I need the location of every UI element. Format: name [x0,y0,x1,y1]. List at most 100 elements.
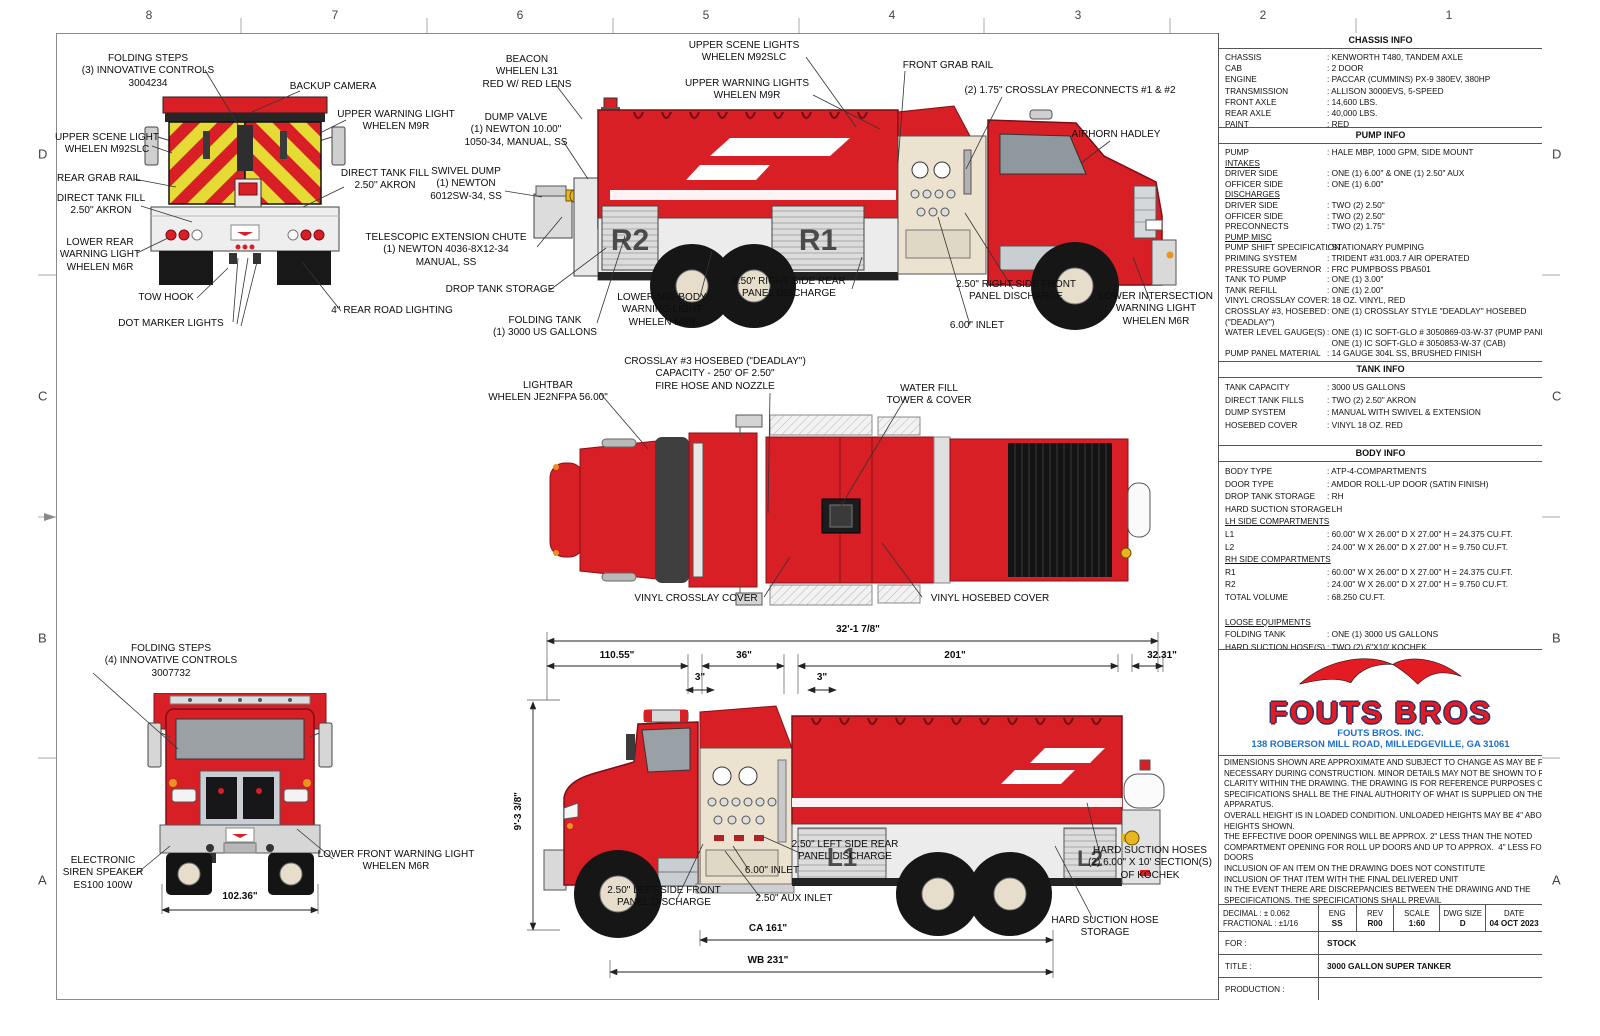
rear-view-drawing [144,96,346,285]
production-value [1319,978,1327,1000]
callout-bot-aux-inlet: 2.50" AUX INLET [755,893,833,904]
callout-side-lower-intersection: LOWER INTERSECTION WARNING LIGHT WHELEN … [1099,291,1213,327]
eng-label: ENG [1328,908,1346,918]
spec-row: DOOR TYPE: AMDOR ROLL-UP DOOR (SATIN FIN… [1225,478,1489,489]
spec-row: REAR AXLE: 40,000 LBS. [1225,108,1378,119]
callout-bot-hard-suction-storage: HARD SUCTION HOSE STORAGE [1051,915,1159,939]
titleblock-row-meta: DECIMAL : ± 0.062 FRACTIONAL : ±1/16 ENG… [1219,905,1542,932]
scale-label: SCALE [1404,908,1430,918]
dim-overall-height: 9'-3 3/8" [512,792,524,831]
ruler-col-5: 5 [702,8,710,22]
for-label: FOR : [1219,932,1319,954]
titleblock-eng-cell: ENG SS [1319,905,1357,931]
callout-rear-folding-steps: FOLDING STEPS (3) INNOVATIVE CONTROLS 30… [81,53,215,89]
callout-top-vinyl-crosslay: VINYL CROSSLAY COVER [634,593,758,604]
callout-rear-dtf-left: DIRECT TANK FILL 2.50'' AKRON [56,193,146,217]
titleblock-row-for: FOR : STOCK [1219,932,1542,955]
spec-row: PRECONNECTS: TWO (2) 1.75" [1225,221,1385,232]
callout-rear-tow-hook: TOW HOOK [138,292,194,303]
callout-side-beacon: BEACON WHELEN L31 RED W/ RED LENS [482,54,572,90]
dim-wheelbase: WB 231" [747,955,789,966]
spec-row: TRANSMISSION: ALLISON 3000EVS, 5-SPEED [1225,85,1444,96]
left-side-view-drawing: L1 L2 [543,705,1165,938]
ruler-row-d-right: D [1552,146,1562,162]
spec-row: CHASSIS: KENWORTH T480, TANDEM AXLE [1225,52,1463,62]
callout-rear-lower-warning: LOWER REAR WARNING LIGHT WHELEN M6R [59,237,141,273]
chassis-info-section: CHASSIS INFO CHASSIS: KENWORTH T480, TAN… [1219,33,1542,128]
callout-bot-inlet6: 6.00" INLET [744,865,800,876]
callout-side-drop-tank: DROP TANK STORAGE [445,284,555,295]
dim-front-width: 102.36" [222,891,258,902]
spec-row: PUMP PANEL MATERIAL: 14 GAUGE 304L SS, B… [1225,348,1482,359]
spec-row: PUMP SHIFT SPECIFICATION: STATIONARY PUM… [1225,242,1425,253]
spec-row: FOLDING TANK: ONE (1) 3000 US GALLONS [1225,629,1439,640]
spec-row: DISCHARGES [1225,189,1280,200]
spec-row: VINYL CROSSLAY COVER: 18 OZ. VINYL, RED [1225,295,1406,306]
ruler-row-c-right: C [1552,388,1562,404]
spec-panel: CHASSIS INFO CHASSIS: KENWORTH T480, TAN… [1218,33,1542,1000]
scale-value: 1:60 [1408,918,1426,928]
date-value: 04 OCT 2023 [1489,918,1539,928]
spec-row: TANK REFILL: ONE (1) 2.00" [1225,284,1384,295]
callout-rear-dot-marker: DOT MARKER LIGHTS [118,318,224,329]
spec-row: L1: 60.00" W X 26.00" D X 27.00" H = 24.… [1225,528,1513,539]
pump-info-title: PUMP INFO [1219,128,1542,144]
callout-rear-dtf-right: DIRECT TANK FILL 2.50'' AKRON [340,168,430,192]
compartment-r1-label: R1 [799,224,837,257]
callout-side-airhorn: AIRHORN HADLEY [1071,129,1161,140]
spec-row: PRESSURE GOVERNOR: FRC PUMPBOSS PBA501 [1225,263,1431,274]
for-value: STOCK [1327,938,1357,948]
spec-row: INTAKES [1225,157,1260,168]
dim-body-section: 201" [944,650,966,661]
dim-pump-section: 36" [736,650,752,661]
spec-row: DROP TANK STORAGE: RH [1225,491,1344,502]
callout-front-siren: ELECTRONIC SIREN SPEAKER ES100 100W [62,855,144,891]
spec-row: R1: 60.00" W X 26.00" D X 27.00" H = 24.… [1225,566,1513,577]
tolerance-fractional: FRACTIONAL : ±1/16 [1223,918,1299,928]
spec-row: RH SIDE COMPARTMENTS [1225,554,1331,565]
compartment-r2-label: R2 [611,224,649,257]
dwg-size-label: DWG SIZE [1443,908,1483,918]
callout-top-deadlay: CROSSLAY #3 HOSEBED ("DEADLAY") CAPACITY… [624,356,806,392]
callout-rear-backup-camera: BACKUP CAMERA [289,81,377,92]
spec-row: TANK CAPACITY: 3000 US GALLONS [1225,382,1406,392]
callout-rear-road-lighting: 4'' REAR ROAD LIGHTING [331,305,453,316]
spec-row: DRIVER SIDE: ONE (1) 6.00" & ONE (1) 2.5… [1225,168,1465,179]
ruler-row-c-left: C [38,388,48,404]
dim-front-section: 110.55" [599,650,635,661]
company-logo-block: FOUTS BROS FOUTS BROS. INC. 138 ROBERSON… [1219,650,1542,756]
tank-info-section: TANK INFO TANK CAPACITY: 3000 US GALLONS… [1219,362,1542,446]
callout-side-folding-tank: FOLDING TANK (1) 3000 US GALLONS [493,315,597,339]
titleblock-dwgsize-cell: DWG SIZE D [1440,905,1487,931]
callout-front-lower-warning: LOWER FRONT WARNING LIGHT WHELEN M6R [317,849,475,873]
dim-cab-axle: CA 161" [748,923,788,934]
pump-info-section: PUMP INFO PUMP: HALE MBP, 1000 GPM, SIDE… [1219,128,1542,362]
callout-bot-hard-suction-hoses: HARD SUCTION HOSES (2) 6.00" X 10' SECTI… [1088,845,1212,881]
ruler-row-b-left: B [38,630,47,646]
front-view-drawing [147,693,333,895]
spec-row: R2: 24.00" W X 26.00" D X 27.00" H = 9.7… [1225,579,1509,590]
company-name: FOUTS BROS [1268,695,1493,730]
loose-equipment-rows: LOOSE EQUIPMENTS FOLDING TANK: ONE (1) 30… [1219,613,1542,650]
ruler-row-a-right: A [1552,872,1561,888]
eng-value: SS [1331,918,1343,928]
rev-value: R00 [1367,918,1383,928]
spec-row: TOTAL VOLUME: 68.250 CU.FT. [1225,591,1386,602]
titleblock-tolerance-cell: DECIMAL : ± 0.062 FRACTIONAL : ±1/16 [1219,905,1319,931]
spec-row: CROSSLAY #3, HOSEBED ("DEADLAY"): ONE (1… [1225,305,1527,327]
callout-top-lightbar: LIGHTBAR WHELEN JE2NFPA 56.00" [488,380,608,404]
title-label: TITLE : [1219,955,1319,977]
dim-overall-length: 32'-1 7/8" [836,624,880,635]
fouts-bros-swoosh-icon [1298,658,1461,685]
top-view-drawing [549,414,1151,606]
ruler-col-2: 2 [1259,8,1267,22]
spec-row: OFFICER SIDE: ONE (1) 6.00" [1225,178,1384,189]
tank-info-title: TANK INFO [1219,362,1542,378]
spec-row: HARD SUCTION HOSE(S): TWO (2) 6"X10' KOC… [1225,641,1427,650]
body-info-title: BODY INFO [1219,446,1542,462]
spec-row: OFFICER SIDE: TWO (2) 2.50" [1225,210,1385,221]
spec-row: LOOSE EQUIPMENTS [1225,616,1311,627]
spec-row: DRIVER SIDE: TWO (2) 2.50" [1225,199,1385,210]
